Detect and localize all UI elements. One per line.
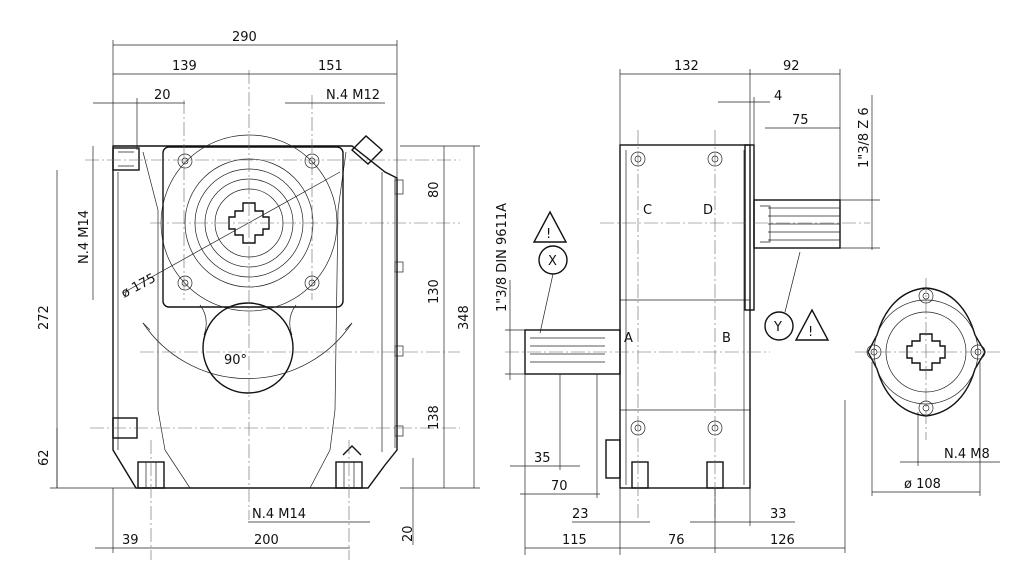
label-face-b: B [722, 331, 731, 346]
label-face-c: C [643, 203, 652, 218]
dim-side-115: 115 [562, 533, 587, 548]
side-view: C D A B ! X Y ! [505, 130, 870, 520]
dim-front-272: 272 [37, 305, 52, 330]
dim-front-130: 130 [427, 279, 442, 304]
dim-front-62: 62 [37, 449, 52, 466]
label-shaft-x: X [548, 254, 557, 269]
dim-side-4: 4 [774, 89, 782, 104]
side-dimensions: 132 92 4 75 1"3/8 Z 6 1"3/8 DIN 9611A 35… [495, 59, 880, 555]
label-face-d: D [703, 203, 713, 218]
shaft-y-marker [764, 311, 794, 341]
front-input-flange [162, 146, 344, 308]
dim-side-33: 33 [770, 507, 787, 522]
warning-mark-y: ! [808, 325, 813, 340]
dim-front-139: 139 [172, 59, 197, 74]
dim-front-138: 138 [427, 405, 442, 430]
dim-front-348: 348 [457, 305, 472, 330]
dim-front-151: 151 [318, 59, 343, 74]
dim-front-side-holes: N.4 M14 [77, 210, 92, 264]
front-dimensions: 290 139 151 20 N.4 M12 272 N.4 M14 62 80… [37, 30, 480, 553]
dim-front-20-top: 20 [154, 88, 171, 103]
side-housing-outline [619, 144, 751, 489]
dim-side-75: 75 [792, 113, 809, 128]
dim-front-angle: 90° [224, 353, 247, 368]
dim-front-diameter: ø 175 [119, 271, 159, 302]
dim-side-92: 92 [783, 59, 800, 74]
dim-front-200: 200 [254, 533, 279, 548]
label-shaft-y: Y [773, 320, 782, 335]
front-spline-bore [228, 202, 270, 244]
dim-side-spline-out: 1"3/8 Z 6 [857, 107, 872, 168]
dim-side-spline-in: 1"3/8 DIN 9611A [495, 203, 510, 312]
dim-front-top-holes: N.4 M12 [326, 88, 380, 103]
flange-view: N.4 M8 ø 108 [855, 278, 1000, 496]
dim-front-80: 80 [427, 181, 442, 198]
front-housing-outline [112, 145, 398, 489]
dim-front-39: 39 [122, 533, 139, 548]
dim-flange-diameter: ø 108 [904, 477, 941, 492]
dim-side-76: 76 [668, 533, 685, 548]
dim-side-70: 70 [551, 479, 568, 494]
dim-front-20-bottom: 20 [401, 525, 416, 542]
dim-side-126: 126 [770, 533, 795, 548]
label-face-a: A [624, 331, 633, 346]
dim-side-35: 35 [534, 451, 551, 466]
front-view [85, 70, 460, 560]
warning-mark-x: ! [546, 227, 551, 242]
dim-front-290: 290 [232, 30, 257, 45]
dim-front-bottom-holes: N.4 M14 [252, 507, 306, 522]
warning-icon-y [794, 308, 830, 341]
flange-spline-bore [906, 333, 946, 371]
warning-icon [532, 210, 568, 243]
dim-side-132: 132 [674, 59, 699, 74]
dim-flange-holes: N.4 M8 [944, 447, 990, 462]
dim-side-23: 23 [572, 507, 589, 522]
